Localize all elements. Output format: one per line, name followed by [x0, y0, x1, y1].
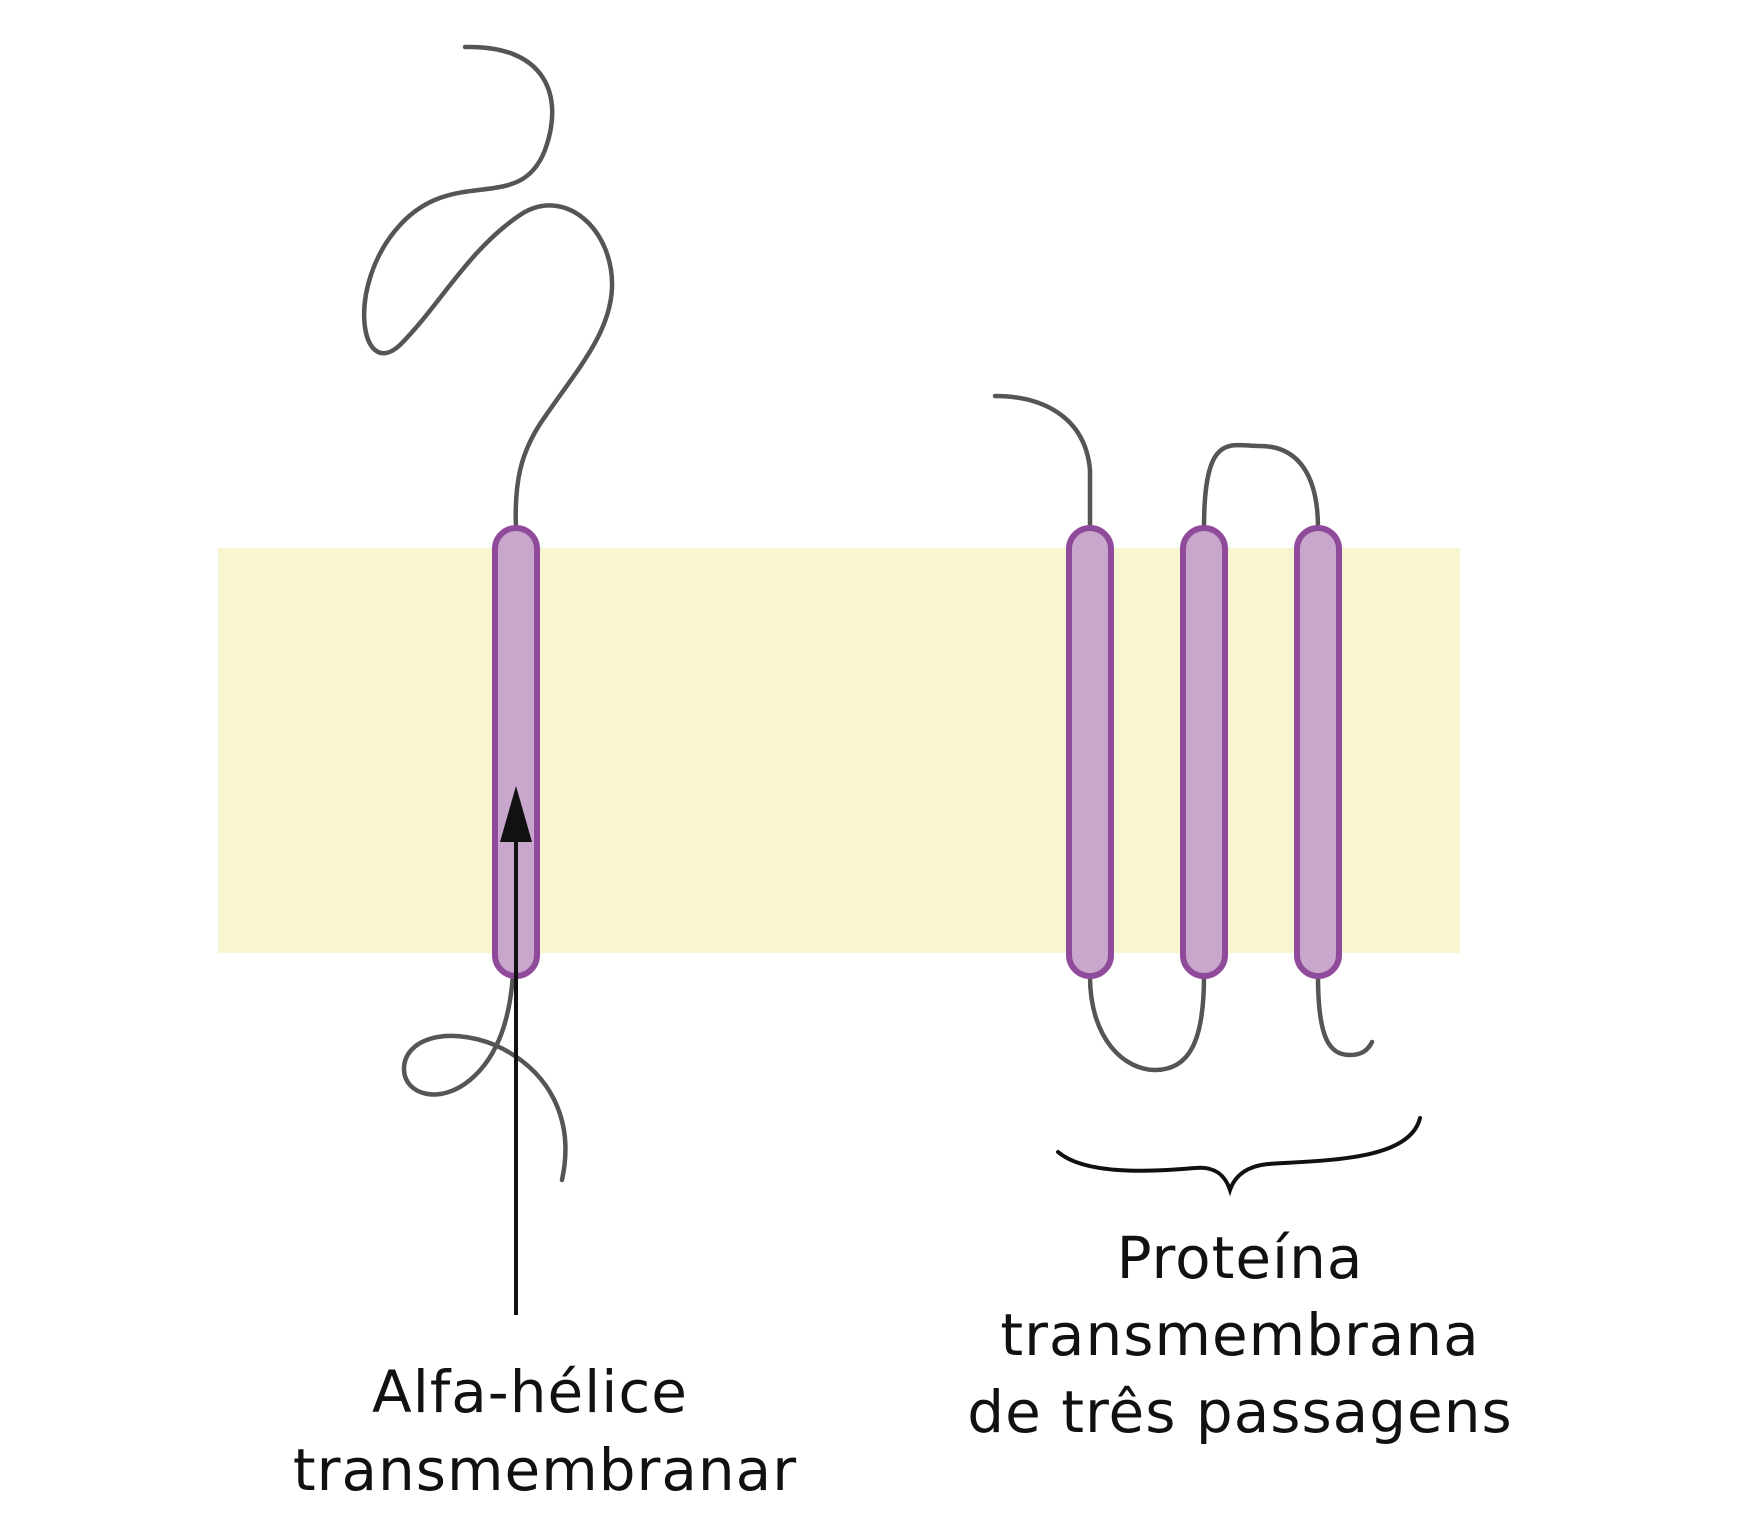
right-c-terminal-chain — [1315, 973, 1375, 1058]
right-helix-1 — [1066, 525, 1114, 979]
lipid-bilayer — [218, 548, 1460, 953]
left-lower-chain — [401, 972, 568, 1183]
right-n-terminal-chain — [992, 393, 1093, 533]
label-three-pass-line2: transmembrana — [1000, 1301, 1479, 1369]
label-alpha-helix-line2: transmembranar — [293, 1436, 797, 1504]
right-helix-3 — [1294, 525, 1342, 979]
label-alpha-helix-line1: Alfa-hélice — [372, 1358, 688, 1426]
three-pass-brace — [1056, 1116, 1422, 1197]
helix-pointer-arrowhead — [500, 786, 532, 842]
right-helix-2 — [1180, 525, 1228, 979]
left-upper-chain — [361, 44, 615, 531]
label-three-pass-line1: Proteína — [1117, 1224, 1364, 1292]
right-bottom-loop — [1087, 973, 1207, 1073]
label-three-pass-line3: de três passagens — [967, 1378, 1512, 1446]
right-top-loop — [1201, 442, 1321, 531]
